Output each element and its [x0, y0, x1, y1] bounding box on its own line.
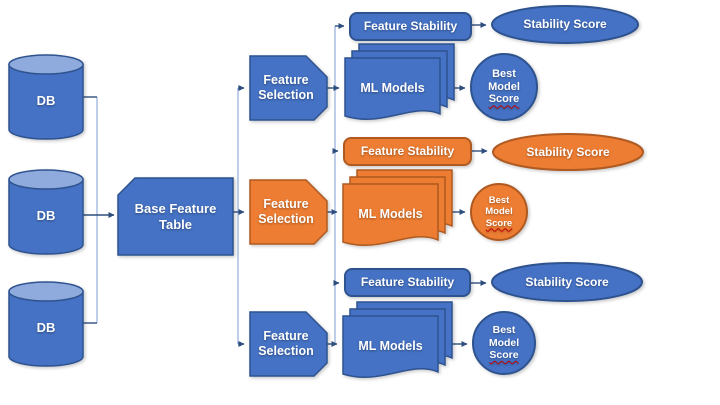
best-model-score-circle-3	[472, 311, 536, 375]
best-model-score-circle-2	[470, 183, 528, 241]
ml-models-stack-3	[342, 301, 453, 378]
feature-selection-shape-3	[249, 311, 328, 377]
db-cylinder-3	[8, 281, 84, 367]
db-cylinder-1	[8, 54, 84, 140]
stability-score-ellipse-1	[491, 5, 639, 44]
stability-score-ellipse-2	[492, 133, 644, 171]
feature-selection-shape-1	[249, 55, 328, 121]
ml-models-stack-1	[344, 43, 455, 120]
db-cylinder-2	[8, 169, 84, 255]
base-feature-table-shape	[117, 177, 234, 256]
feature-stability-shape-2	[343, 137, 472, 166]
best-model-score-circle-1	[470, 53, 538, 121]
ml-models-stack-2	[342, 169, 453, 246]
feature-stability-shape-1	[349, 12, 472, 41]
connector-lines	[83, 22, 488, 347]
feature-stability-shape-3	[344, 268, 471, 297]
feature-selection-shape-2	[249, 179, 328, 245]
stability-score-ellipse-3	[491, 262, 643, 302]
